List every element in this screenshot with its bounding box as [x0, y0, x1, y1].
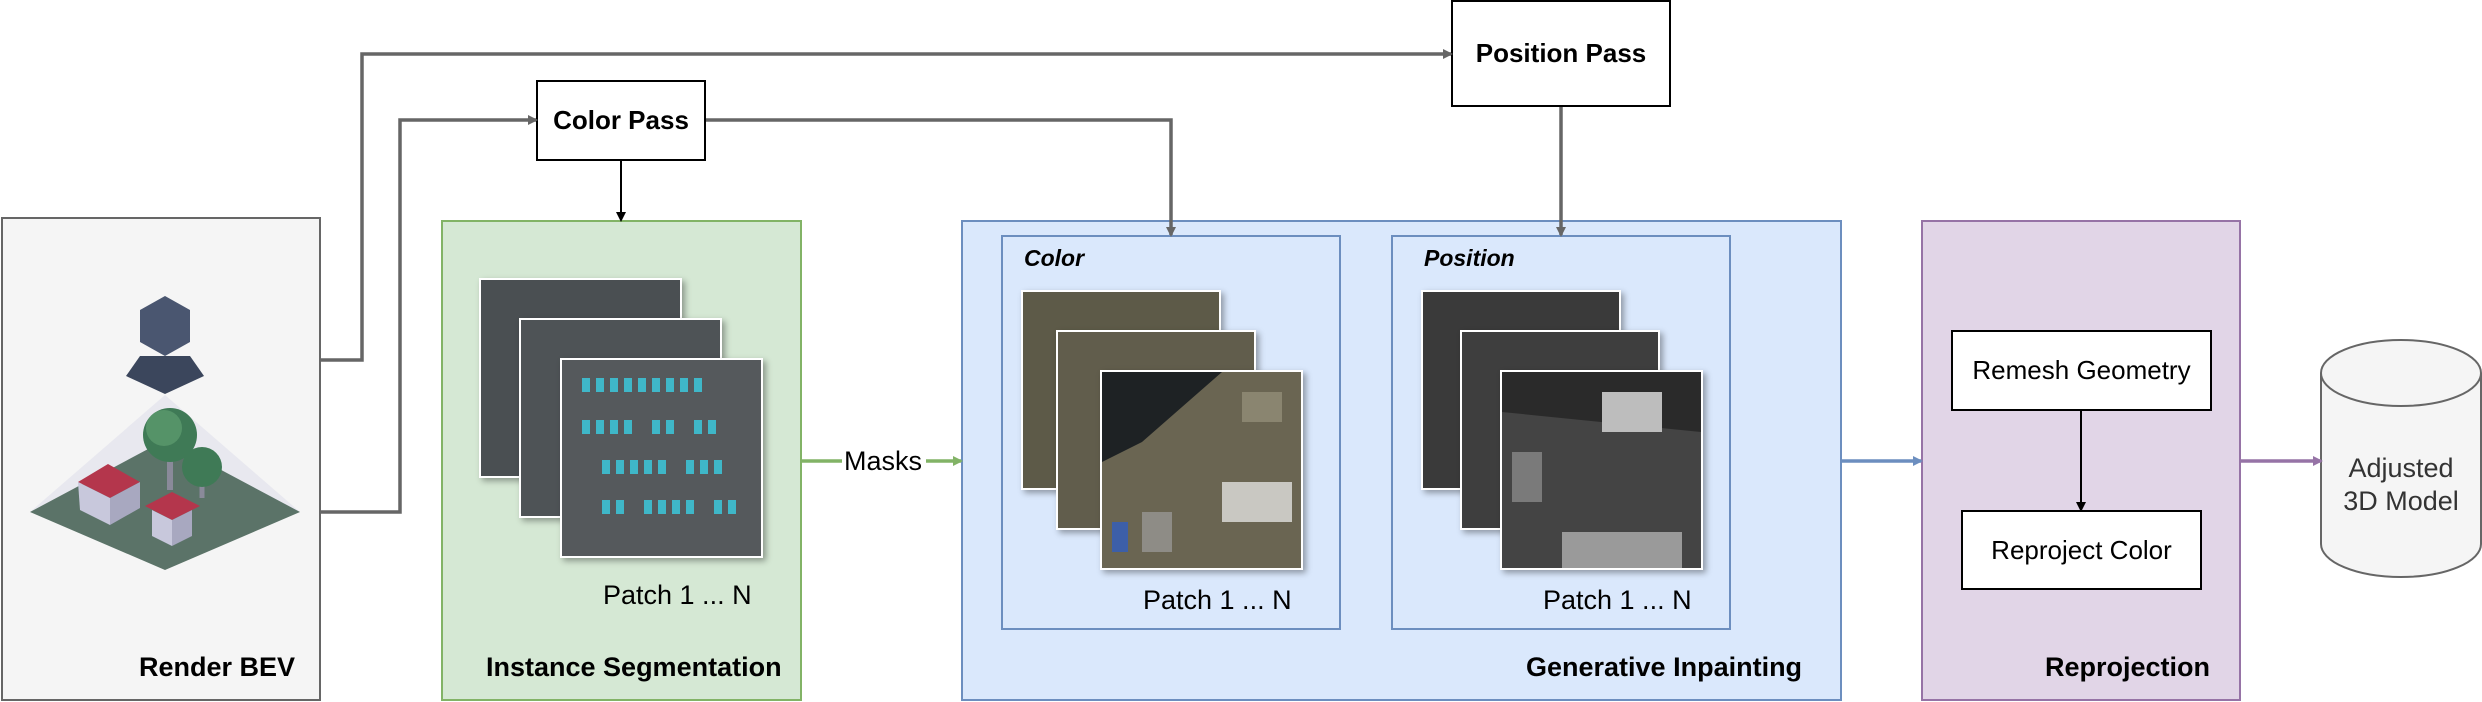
- edge-color-pass-to-color-group: [706, 118, 1176, 237]
- position-patch-label: Patch 1 ... N: [1543, 585, 1692, 615]
- position-patch-1: [1500, 370, 1703, 570]
- output-label-line1: Adjusted: [2348, 453, 2454, 483]
- edge-render-to-position-pass: [320, 49, 1453, 362]
- color-patch-label: Patch 1 ... N: [1143, 585, 1292, 615]
- reproject-color-box: Reproject Color: [1961, 510, 2202, 590]
- position-group-title: Position: [1424, 245, 1515, 271]
- masks-label: Masks: [844, 446, 923, 476]
- color-pass-box: Color Pass: [536, 80, 706, 161]
- remesh-geometry-box: Remesh Geometry: [1951, 330, 2212, 411]
- render-bev-title: Render BEV: [139, 652, 296, 682]
- output-label-line2: 3D Model: [2343, 486, 2459, 516]
- segmentation-patch-label: Patch 1 ... N: [603, 580, 752, 610]
- output-label: Adjusted 3D Model: [2321, 452, 2481, 518]
- color-patch-1: [1100, 370, 1303, 570]
- segmentation-patch-1: [560, 358, 763, 558]
- edge-render-to-color-pass: [320, 115, 538, 514]
- position-pass-box: Position Pass: [1451, 0, 1671, 107]
- color-group-title: Color: [1024, 245, 1085, 271]
- reprojection-title: Reprojection: [2045, 652, 2211, 682]
- generative-inpainting-title: Generative Inpainting: [1526, 652, 1803, 682]
- instance-segmentation-title: Instance Segmentation: [486, 652, 782, 682]
